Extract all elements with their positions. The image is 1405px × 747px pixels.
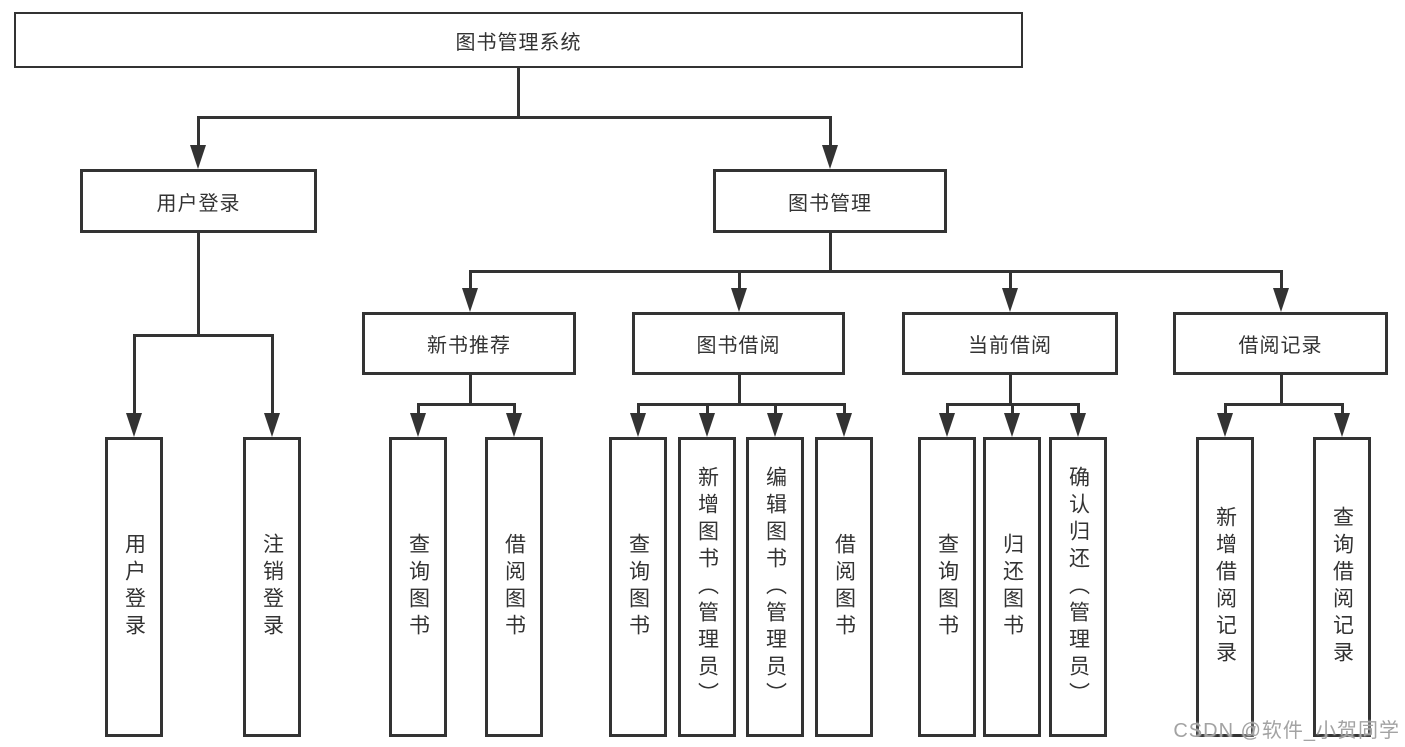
node-label: 用户登录 [156, 192, 241, 215]
arrowhead-down-icon [1334, 413, 1350, 437]
leaf-records-add-record: 新增借阅记录 [1196, 437, 1254, 737]
connector-line [706, 403, 709, 416]
leaf-current-query-books: 查询图书 [918, 437, 976, 737]
connector-line [1224, 403, 1344, 406]
node-borrowing-records: 借阅记录 [1173, 312, 1388, 375]
connector-line [469, 270, 472, 291]
leaf-label: 借阅图书 [502, 533, 526, 641]
connector-line [133, 334, 274, 337]
connector-line [271, 334, 274, 416]
connector-line [1011, 403, 1014, 416]
csdn-watermark: CSDN @软件_小贺同学 [1173, 720, 1400, 742]
node-label: 图书管理 [788, 192, 872, 215]
arrowhead-down-icon [1002, 288, 1018, 312]
node-current-borrowing: 当前借阅 [902, 312, 1118, 375]
connector-line [843, 403, 846, 416]
arrowhead-down-icon [462, 288, 478, 312]
node-book-management: 图书管理 [713, 169, 947, 233]
connector-line [1009, 270, 1012, 291]
arrowhead-down-icon [822, 145, 838, 169]
arrowhead-down-icon [1004, 413, 1020, 437]
connector-line [197, 116, 200, 148]
leaf-current-confirm-return-admin: 确认归还（管理员） [1049, 437, 1107, 737]
connector-line [829, 233, 832, 273]
connector-line [197, 116, 832, 119]
leaf-borrow-borrow-books: 借阅图书 [815, 437, 873, 737]
connector-line [1280, 375, 1283, 406]
leaf-newbook-borrow-books: 借阅图书 [485, 437, 543, 737]
node-new-book-recommendation: 新书推荐 [362, 312, 576, 375]
leaf-borrow-add-books-admin: 新增图书（管理员） [678, 437, 736, 737]
arrowhead-down-icon [731, 288, 747, 312]
connector-line [1341, 403, 1344, 416]
leaf-label: 编辑图书（管理员） [763, 465, 787, 709]
arrowhead-down-icon [630, 413, 646, 437]
leaf-label: 用户登录 [122, 533, 146, 641]
connector-line [1280, 270, 1283, 291]
leaf-label: 查询图书 [626, 533, 650, 641]
connector-line [637, 403, 640, 416]
node-label: 当前借阅 [968, 335, 1052, 357]
node-library-management-system: 图书管理系统 [14, 12, 1023, 68]
connector-line [829, 116, 832, 148]
arrowhead-down-icon [767, 413, 783, 437]
connector-line [197, 233, 200, 337]
arrowhead-down-icon [264, 413, 280, 437]
connector-line [513, 403, 516, 416]
node-label: 图书借阅 [696, 335, 781, 357]
leaf-user-login: 用户登录 [105, 437, 163, 737]
arrowhead-down-icon [1273, 288, 1289, 312]
leaf-borrow-edit-books-admin: 编辑图书（管理员） [746, 437, 804, 737]
node-label: 借阅记录 [1238, 335, 1323, 357]
leaf-newbook-query-books: 查询图书 [389, 437, 447, 737]
connector-line [946, 403, 949, 416]
node-label: 新书推荐 [427, 335, 511, 357]
connector-line [1224, 403, 1227, 416]
leaf-label: 查询图书 [406, 533, 430, 641]
connector-line [738, 270, 741, 291]
connector-line [774, 403, 777, 416]
leaf-label: 新增借阅记录 [1213, 506, 1237, 668]
leaf-logout: 注销登录 [243, 437, 301, 737]
connector-line [133, 334, 136, 416]
leaf-label: 注销登录 [260, 533, 284, 641]
connector-line [517, 68, 520, 118]
leaf-current-return-books: 归还图书 [983, 437, 1041, 737]
arrowhead-down-icon [190, 145, 206, 169]
arrowhead-down-icon [836, 413, 852, 437]
arrowhead-down-icon [939, 413, 955, 437]
leaf-label: 查询借阅记录 [1330, 506, 1354, 668]
connector-line [469, 375, 472, 406]
leaf-label: 借阅图书 [832, 533, 856, 641]
connector-line [469, 270, 1283, 273]
node-user-login: 用户登录 [80, 169, 317, 233]
leaf-records-query-record: 查询借阅记录 [1313, 437, 1371, 737]
leaf-label: 归还图书 [1000, 533, 1024, 641]
leaf-borrow-query-books: 查询图书 [609, 437, 667, 737]
connector-line [1009, 375, 1012, 406]
leaf-label: 新增图书（管理员） [695, 465, 719, 709]
connector-line [417, 403, 420, 416]
arrowhead-down-icon [699, 413, 715, 437]
arrowhead-down-icon [410, 413, 426, 437]
connector-line [417, 403, 516, 406]
leaf-label: 确认归还（管理员） [1066, 465, 1090, 709]
arrowhead-down-icon [126, 413, 142, 437]
connector-line [637, 403, 846, 406]
arrowhead-down-icon [1070, 413, 1086, 437]
connector-line [1077, 403, 1080, 416]
arrowhead-down-icon [1217, 413, 1233, 437]
leaf-label: 查询图书 [935, 533, 959, 641]
connector-line [738, 375, 741, 406]
node-label: 图书管理系统 [455, 31, 582, 54]
node-book-borrowing: 图书借阅 [632, 312, 845, 375]
arrowhead-down-icon [506, 413, 522, 437]
